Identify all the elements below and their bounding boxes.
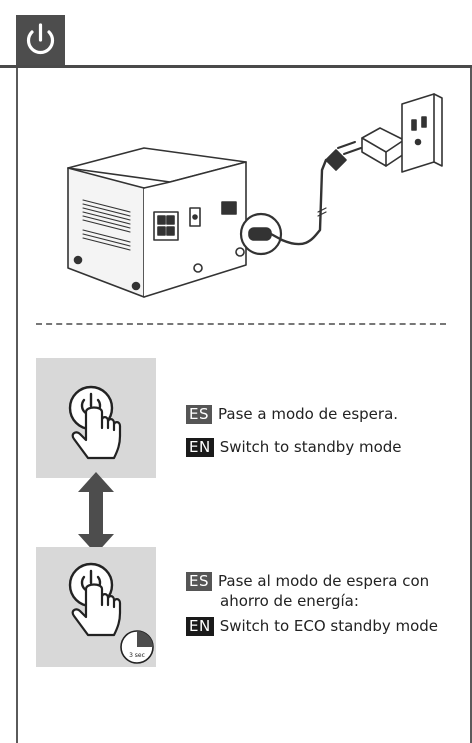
header-bar: [0, 0, 472, 68]
es-language-tag: ES: [186, 572, 212, 591]
frame-right-line: [470, 68, 472, 743]
frame-left-line: [16, 68, 18, 743]
power-badge: [16, 15, 65, 65]
step1-es-text: Pase a modo de espera.: [218, 405, 399, 423]
step2-es-row: ES Pase al modo de espera con ahorro de e…: [186, 571, 429, 611]
en-language-tag: EN: [186, 438, 214, 457]
hand-press-power-icon: [68, 385, 122, 460]
step2-es-text-line2: ahorro de energía:: [220, 592, 359, 610]
power-icon: [26, 23, 55, 55]
en-language-tag: EN: [186, 617, 214, 636]
device-power-connection-illustration: [50, 90, 450, 309]
hand-hold-power-timer-icon: 3 sec: [68, 562, 154, 664]
step2-en-text: Switch to ECO standby mode: [219, 617, 439, 635]
step2-es-text-line1: Pase al modo de espera con: [218, 572, 430, 590]
timer-label: 3 sec: [129, 652, 145, 659]
eco-standby-illustration-tile: 3 sec: [36, 547, 156, 667]
step1-es-row: ES Pase a modo de espera.: [186, 404, 398, 424]
double-arrow-icon: [76, 472, 116, 558]
step2-en-row: EN Switch to ECO standby mode: [186, 616, 438, 636]
es-language-tag: ES: [186, 405, 212, 424]
standby-illustration-tile: [36, 358, 156, 478]
section-divider: [36, 323, 446, 325]
step1-en-row: EN Switch to standby mode: [186, 437, 402, 457]
step1-en-text: Switch to standby mode: [219, 438, 402, 456]
